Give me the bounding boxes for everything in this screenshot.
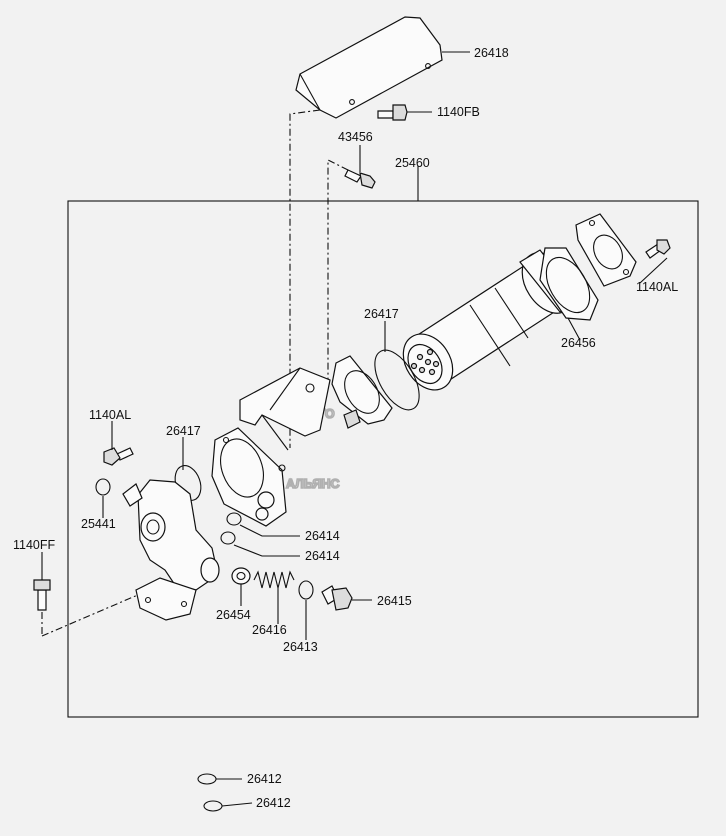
label-25460: 25460 (395, 156, 430, 170)
label-26414-b: 26414 (305, 549, 340, 563)
bolt-1140FB (377, 104, 408, 121)
assembly-line-26418 (289, 109, 321, 448)
spring-26416 (253, 570, 295, 589)
assembly-box-25460 (67, 200, 699, 718)
label-26413: 26413 (283, 640, 318, 654)
gasket-26456 (539, 247, 599, 321)
o-ring-26417-top (374, 349, 420, 411)
label-26456: 26456 (561, 336, 596, 350)
bolt-1140FF (33, 579, 51, 611)
o-ring-25441 (95, 478, 111, 496)
bushing-26454 (231, 567, 251, 585)
label-1140AL-right: 1140AL (636, 280, 678, 294)
cooler-flange-left (211, 427, 287, 527)
label-1140AL-left: 1140AL (89, 408, 131, 422)
watermark-line2: АЛЬЯНС (286, 477, 340, 491)
label-1140FB: 1140FB (437, 105, 480, 119)
label-26417-left: 26417 (166, 424, 201, 438)
label-26412-b: 26412 (256, 796, 291, 810)
washer-26413 (298, 580, 314, 600)
plug-26415 (321, 585, 353, 611)
o-ring-26414-b (220, 531, 236, 545)
label-1140FF: 1140FF (13, 538, 56, 552)
bolt-1140AL-left (103, 447, 134, 466)
assembly-line-43456 (327, 159, 349, 380)
label-26414-a: 26414 (305, 529, 340, 543)
egr-valve-flange (331, 355, 393, 429)
coolant-pipe-housing (122, 479, 220, 621)
o-ring-26414-a (226, 512, 242, 526)
leader-lines (41, 51, 668, 807)
o-ring-26412-a (197, 773, 217, 785)
mounting-bracket (239, 367, 331, 451)
bolt-1140AL-right (645, 239, 671, 259)
label-26454: 26454 (216, 608, 251, 622)
end-flange-right (575, 213, 637, 287)
bolt-43456 (344, 169, 376, 189)
label-26415: 26415 (377, 594, 412, 608)
o-ring-26412-b (203, 800, 223, 812)
label-43456: 43456 (338, 130, 373, 144)
label-26412-a: 26412 (247, 772, 282, 786)
label-26416: 26416 (252, 623, 287, 637)
heat-shield-26418 (295, 16, 443, 119)
label-26418: 26418 (474, 46, 509, 60)
label-25441: 25441 (81, 517, 116, 531)
label-26417-top: 26417 (364, 307, 399, 321)
